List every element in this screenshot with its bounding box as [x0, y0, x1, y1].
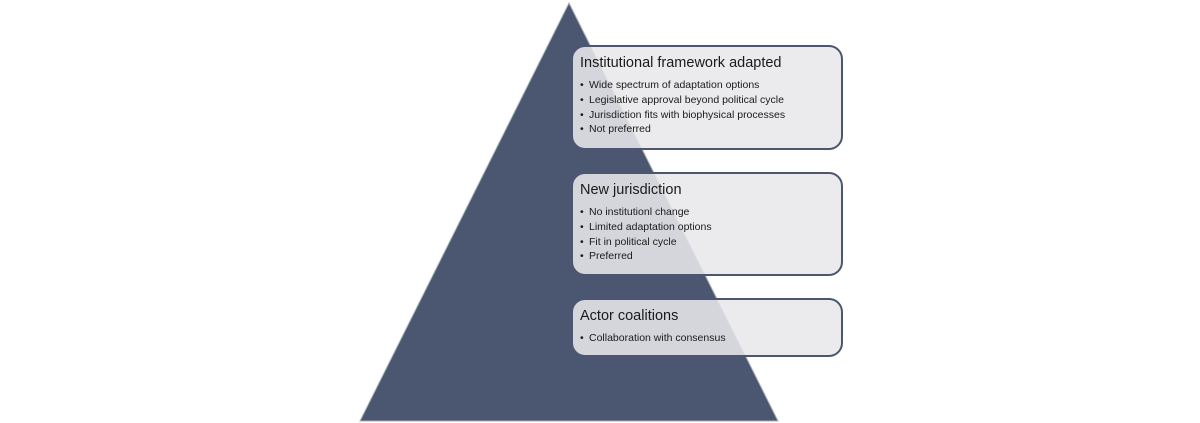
- bullet-item: • Preferred: [580, 249, 833, 264]
- bullet-icon: •: [580, 93, 584, 106]
- bullet-icon: •: [580, 250, 584, 263]
- bullet-item: • Wide spectrum of adaptation options: [580, 78, 833, 93]
- bullet-icon: •: [580, 206, 584, 218]
- level-bullet-list: • No institutionl change • Limited adaptat…: [580, 205, 833, 264]
- bullet-text: Preferred: [589, 250, 633, 263]
- bullet-text: Legislative approval beyond political cy…: [589, 93, 784, 106]
- bullet-icon: •: [580, 235, 584, 248]
- level-title: New jurisdiction: [580, 182, 682, 198]
- bullet-icon: •: [580, 123, 584, 136]
- bullet-text: Collaboration with consensus: [589, 332, 726, 344]
- level-title: Institutional framework adapted: [580, 55, 782, 71]
- bullet-text: Fit in political cycle: [589, 235, 677, 248]
- bullet-text: Jurisdiction fits with biophysical proce…: [589, 108, 786, 121]
- level-card-new-jurisdiction: New jurisdiction • No institutionl change…: [571, 172, 843, 276]
- bullet-text: Wide spectrum of adaptation options: [589, 79, 760, 91]
- level-card-actor-coalitions: Actor coalitions • Collaboration with con…: [571, 298, 843, 357]
- level-bullet-list: • Collaboration with consensus: [580, 331, 833, 346]
- level-title: Actor coalitions: [580, 308, 679, 324]
- level-bullet-list: • Wide spectrum of adaptation options • Le…: [580, 78, 833, 137]
- bullet-text: Limited adaptation options: [589, 220, 712, 233]
- level-card-institutional-framework: Institutional framework adapted • Wide sp…: [571, 45, 843, 150]
- bullet-item: • Legislative approval beyond political c…: [580, 93, 833, 108]
- bullet-icon: •: [580, 108, 584, 121]
- bullet-item: • No institutionl change: [580, 205, 833, 220]
- bullet-item: • Collaboration with consensus: [580, 331, 833, 346]
- bullet-item: • Jurisdiction fits with biophysical proc…: [580, 108, 833, 123]
- bullet-item: • Fit in political cycle: [580, 235, 833, 250]
- bullet-text: No institutionl change: [589, 206, 690, 218]
- bullet-icon: •: [580, 220, 584, 233]
- bullet-item: • Limited adaptation options: [580, 220, 833, 235]
- bullet-item: • Not preferred: [580, 122, 833, 137]
- bullet-text: Not preferred: [589, 123, 651, 136]
- bullet-icon: •: [580, 79, 584, 91]
- bullet-icon: •: [580, 332, 584, 344]
